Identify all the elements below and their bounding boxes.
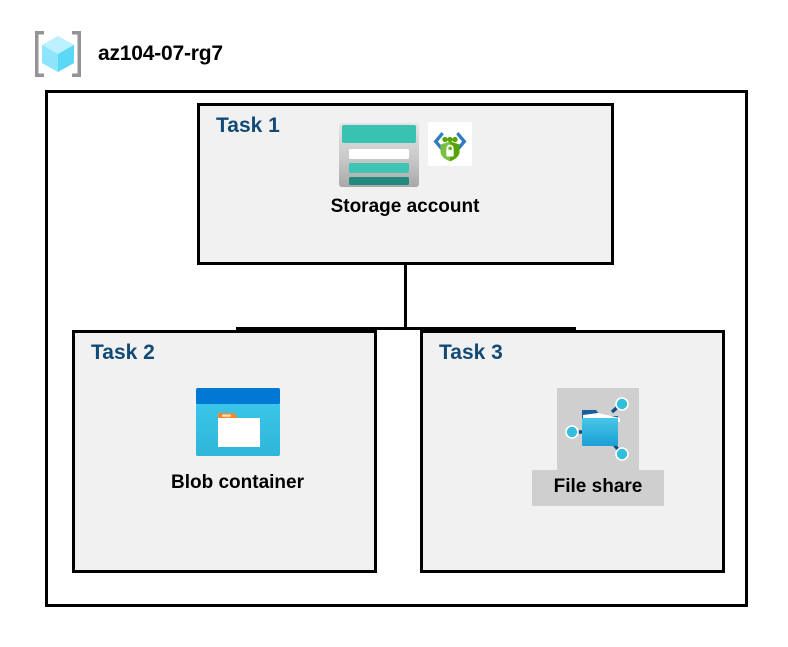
task-1-label: Task 1 bbox=[216, 114, 280, 137]
blob-container-icon bbox=[195, 388, 280, 456]
blob-container-caption: Blob container bbox=[170, 472, 304, 493]
task-2-label: Task 2 bbox=[91, 341, 155, 364]
storage-icon-row bbox=[338, 122, 472, 194]
storage-account-icon bbox=[338, 122, 420, 188]
file-share-caption-highlight: File share bbox=[531, 470, 665, 506]
node-storage-account[interactable]: Storage account bbox=[285, 122, 525, 218]
storage-account-caption: Storage account bbox=[330, 196, 480, 217]
file-share-icon-highlight bbox=[557, 388, 639, 470]
node-file-share[interactable]: File share bbox=[508, 388, 688, 506]
connector-storage-trunk bbox=[404, 265, 407, 329]
resource-group-title: az104-07-rg7 bbox=[98, 42, 223, 65]
node-blob-container[interactable]: Blob container bbox=[150, 388, 325, 494]
task-3-label: Task 3 bbox=[439, 341, 503, 364]
resource-group-boundary bbox=[45, 90, 748, 607]
file-share-caption: File share bbox=[553, 476, 643, 497]
resource-group-icon bbox=[30, 26, 86, 82]
secure-endpoint-icon bbox=[428, 122, 472, 166]
resource-group-header: az104-07-rg7 bbox=[30, 26, 223, 82]
connector-horizontal-bar bbox=[236, 327, 576, 330]
file-share-icon bbox=[562, 396, 634, 462]
